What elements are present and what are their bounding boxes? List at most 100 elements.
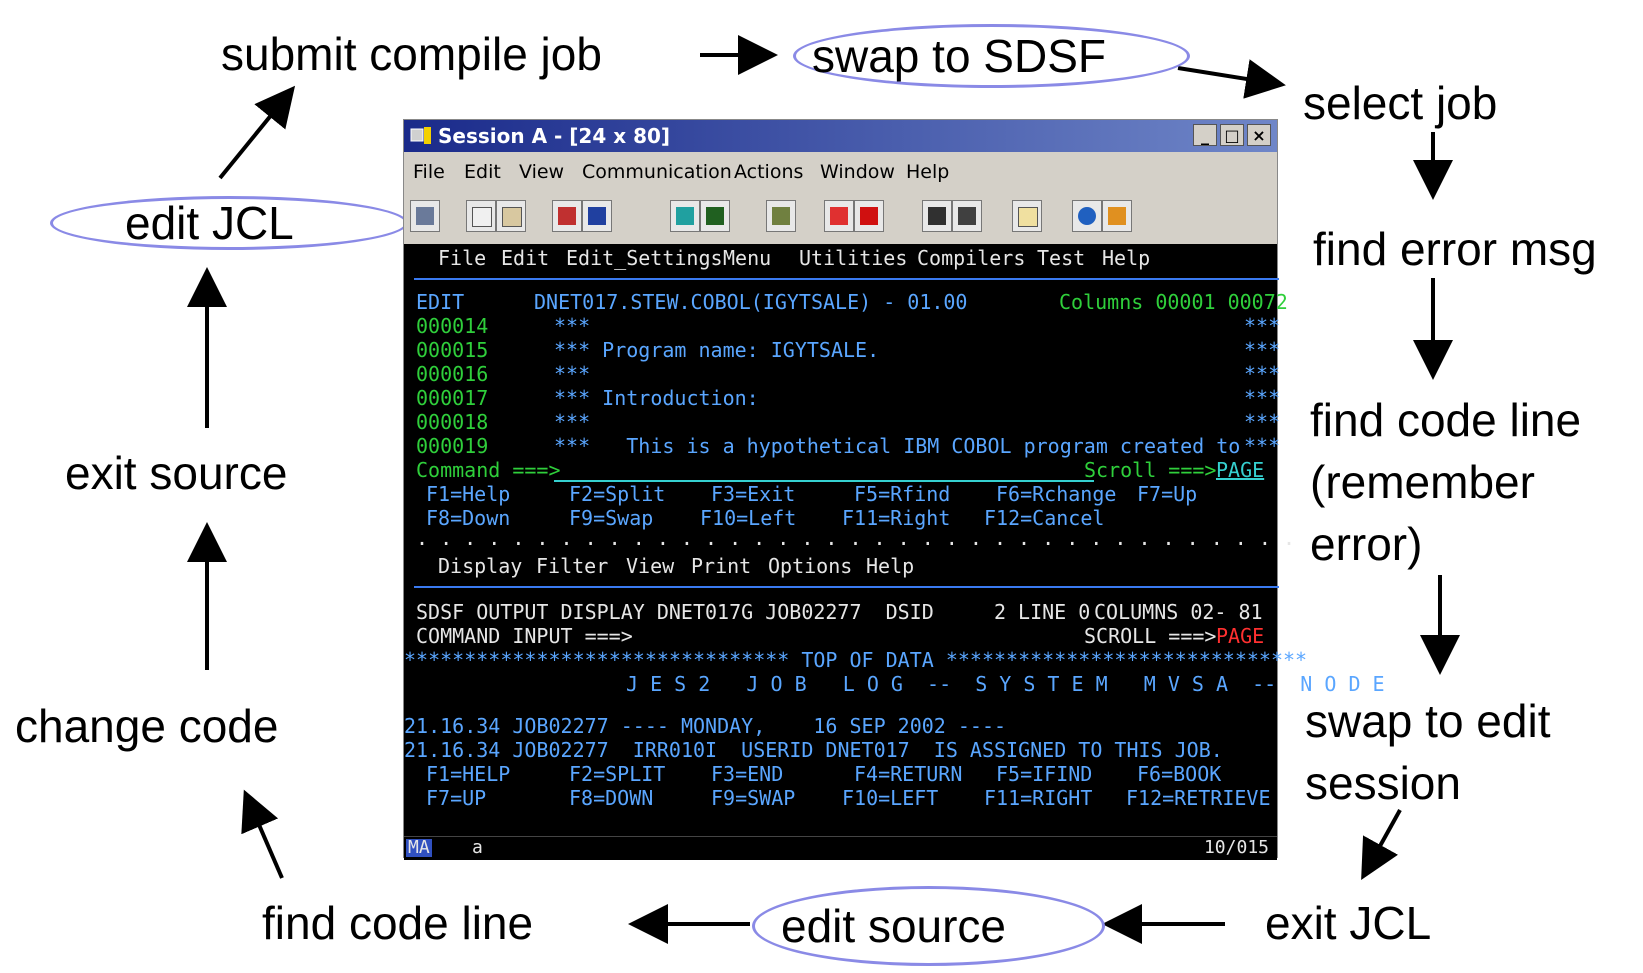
sdsf-scroll-value[interactable]: PAGE [1216,624,1265,648]
arrow-sdsf-to-select [1177,59,1286,99]
line-text: *** [554,410,591,434]
window-toolbar [404,190,1277,245]
dataset-name: DNET017.STEW.COBOL(IGYTSALE) - 01.00 [534,290,968,314]
label-swap-to-edit-session: session [1305,757,1461,809]
send-icon[interactable] [552,200,582,232]
macro-edit-icon[interactable] [952,200,982,232]
ispf-menu-divider [414,278,1279,280]
pf-key[interactable]: F10=LEFT [842,786,939,810]
line-number: 000018 [416,410,489,434]
sdsf-menu-help[interactable]: Help [866,554,915,578]
pf-key[interactable]: F5=IFIND [996,762,1093,786]
minimize-button[interactable]: _ [1193,124,1217,146]
menu-file[interactable]: File [413,161,445,183]
label-submit-compile-job: submit compile job [221,28,602,80]
pf-key[interactable]: F11=RIGHT [984,786,1093,810]
oval-edit-source [752,886,1105,966]
menu-help[interactable]: Help [906,161,950,183]
menu-window[interactable]: Window [820,161,895,183]
label-swap-to-sdsf: swap to SDSF [812,30,1106,82]
globe-icon[interactable] [1072,200,1102,232]
clipboard-icon[interactable] [1012,200,1042,232]
macro-rec-icon[interactable] [922,200,952,232]
arrow-editjcl-to-submit [218,85,296,180]
terminal-window: Session A - [24 x 80] _ □ × File Edit Vi… [403,119,1385,860]
line-end-marker: *** [1244,338,1281,362]
sdsf-menu-view[interactable]: View [626,554,675,578]
sdsf-command-label: COMMAND INPUT ===> [416,624,633,648]
pf-key[interactable]: F6=BOOK [1137,762,1222,786]
pf-key[interactable]: F5=Rfind [854,482,951,506]
pf-key[interactable]: F7=UP [426,786,487,810]
ispf-menu-compilers[interactable]: Compilers [917,246,1026,270]
line-text: *** [554,314,591,338]
macro-stop-icon[interactable] [854,200,884,232]
ispf-menu-menu[interactable]: Menu [723,246,772,270]
ispf-menu-test[interactable]: Test [1037,246,1086,270]
line-number: 000016 [416,362,489,386]
menu-actions[interactable]: Actions [734,161,804,183]
sdsf-header: SDSF OUTPUT DISPLAY DNET017G JOB02277 DS… [416,600,1091,624]
pf-key[interactable]: F3=END [711,762,784,786]
display-icon[interactable] [670,200,700,232]
ispf-menu-help[interactable]: Help [1102,246,1151,270]
pf-key[interactable]: F12=RETRIEVE [1126,786,1271,810]
window-title: Session A - [24 x 80] [438,124,671,148]
label-exit-source: exit source [65,447,288,499]
display2-icon[interactable] [700,200,730,232]
line-text: *** [554,362,591,386]
pf-key[interactable]: F11=Right [842,506,951,530]
sdsf-menu-display[interactable]: Display [438,554,523,578]
receive-icon[interactable] [582,200,612,232]
line-text: *** Introduction: [554,386,759,410]
command-input-line[interactable] [554,480,1094,482]
pf-key[interactable]: F12=Cancel [984,506,1105,530]
pf-key[interactable]: F4=RETURN [854,762,963,786]
arrow-codeline-to-change [241,789,284,879]
line-text: *** This is a hypothetical IBM COBOL pro… [554,434,1241,458]
jes-log-banner: J E S 2 J O B L O G -- S Y S T E M M V S… [626,672,1385,696]
pf-key[interactable]: F1=Help [426,482,511,506]
pf-key[interactable]: F1=HELP [426,762,511,786]
status-indicator: MA [406,837,432,858]
ispf-menu-file[interactable]: File [438,246,487,270]
ispf-menu-edit-settings[interactable]: Edit_Settings [566,246,723,270]
maximize-button[interactable]: □ [1220,124,1244,146]
pf-key[interactable]: F3=Exit [711,482,796,506]
line-end-marker: *** [1244,314,1281,338]
pf-key[interactable]: F2=SPLIT [569,762,666,786]
oval-swap-to-sdsf [793,24,1190,88]
copy-icon[interactable] [466,200,496,232]
macro-play-icon[interactable] [824,200,854,232]
sdsf-menu-filter[interactable]: Filter [536,554,609,578]
pf-key[interactable]: F7=Up [1137,482,1198,506]
sdsf-menu-print[interactable]: Print [691,554,752,578]
pf-key[interactable]: F8=DOWN [569,786,654,810]
menu-edit[interactable]: Edit [464,161,501,183]
paste-icon[interactable] [496,200,526,232]
line-end-marker: *** [1244,386,1281,410]
key-icon[interactable] [1102,200,1132,232]
close-button[interactable]: × [1247,124,1271,146]
split-dots: . . . . . . . . . . . . . . . . . . . . … [416,526,1295,550]
ispf-menu-edit[interactable]: Edit [501,246,550,270]
pf-key[interactable]: F9=SWAP [711,786,796,810]
columns-indicator: Columns 00001 00072 [1059,290,1288,314]
label-find-code-line: find code line [262,897,534,949]
line-end-marker: *** [1244,362,1281,386]
menu-view[interactable]: View [519,161,565,183]
sdsf-menu-options[interactable]: Options [768,554,853,578]
menu-communication[interactable]: Communication [582,161,732,183]
command-label: Command ===> [416,458,561,482]
scroll-value[interactable]: PAGE [1216,458,1265,482]
log-line: 21.16.34 JOB02277 IRR010I USERID DNET017… [404,738,1223,762]
host-icon[interactable] [410,200,440,232]
chart-icon[interactable] [766,200,796,232]
pf-key[interactable]: F6=Rchange [996,482,1117,506]
pf-key[interactable]: F2=Split [569,482,666,506]
label-edit-jcl: edit JCL [125,197,294,249]
ispf-menu-utilities[interactable]: Utilities [799,246,908,270]
pf-key[interactable]: F10=Left [700,506,797,530]
pf-key[interactable]: F8=Down [426,506,511,530]
pf-key[interactable]: F9=Swap [569,506,654,530]
